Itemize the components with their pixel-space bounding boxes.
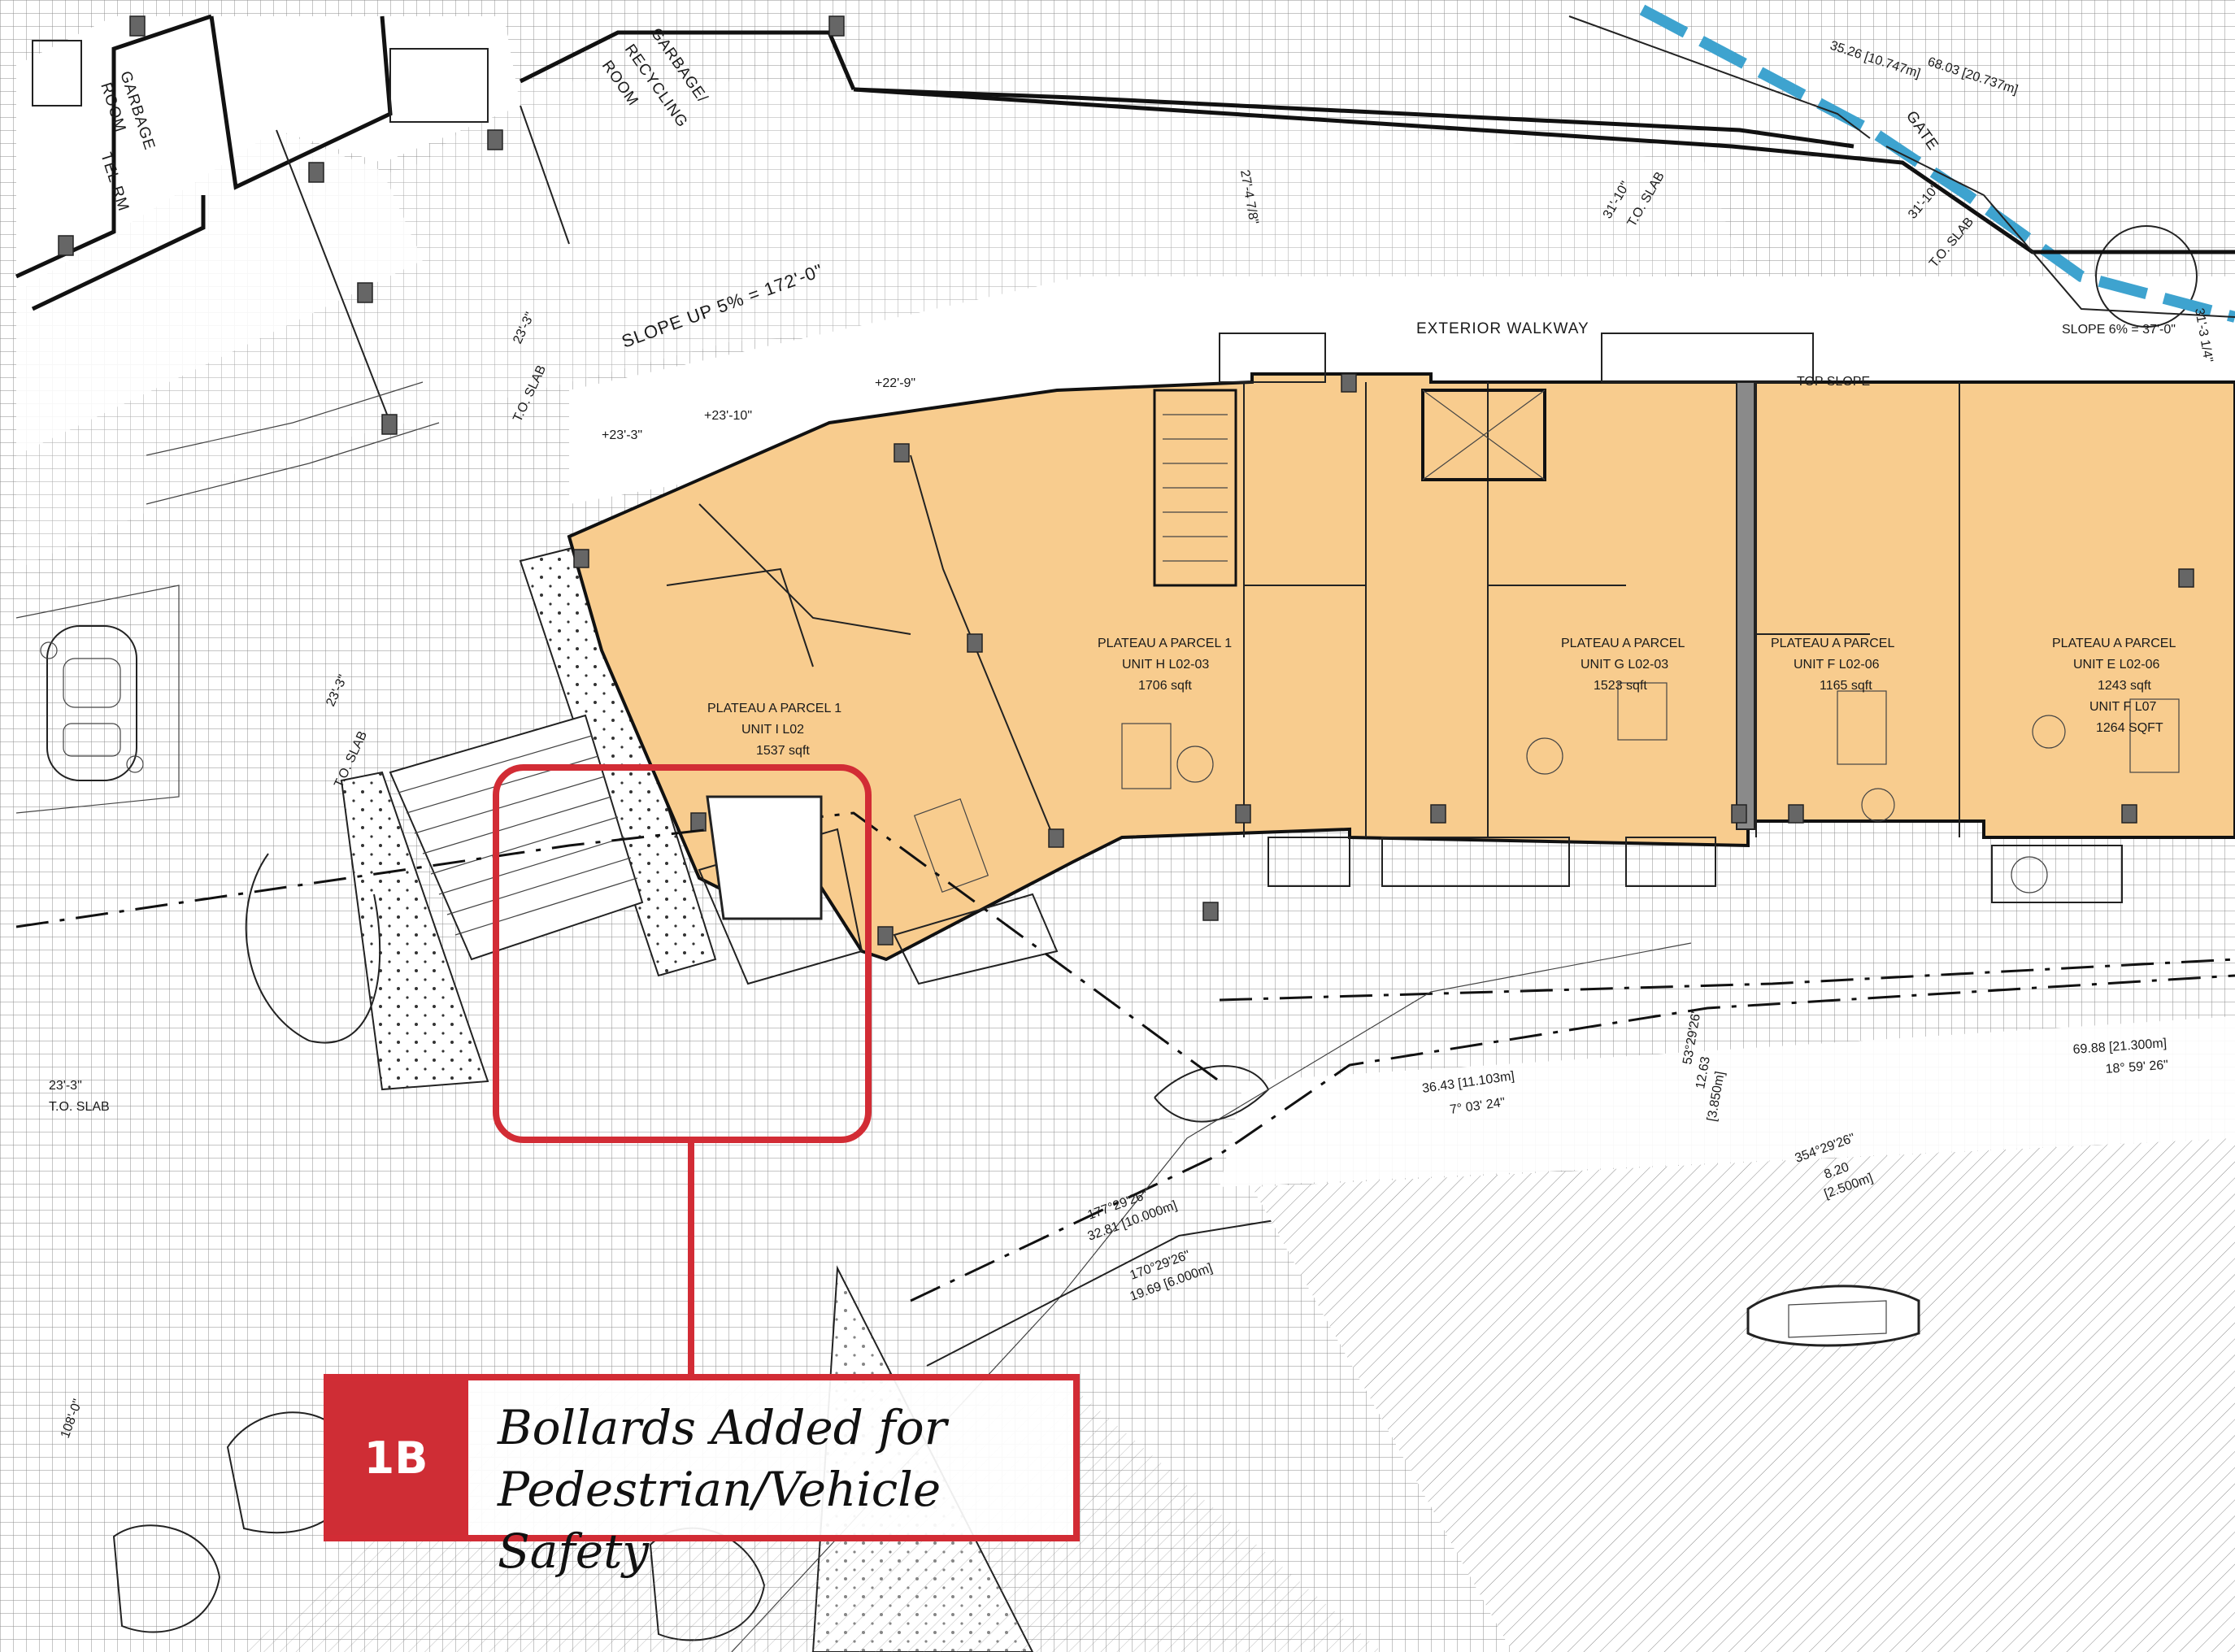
unit-g-area: 1523 sqft	[1594, 679, 1647, 693]
callout-tag: 1B	[330, 1380, 468, 1535]
unit-f7-id: UNIT F L07	[2089, 700, 2157, 714]
unit-h-id: UNIT H L02-03	[1122, 658, 1209, 672]
unit-g-id: UNIT G L02-03	[1581, 658, 1668, 672]
level-8: +22'-9"	[875, 376, 915, 390]
dim-14: 18° 59' 26"	[2105, 1059, 2168, 1076]
top-slope-label: TOP SLOPE	[1797, 375, 1870, 389]
unit-i-name: PLATEAU A PARCEL 1	[707, 702, 841, 715]
unit-i-id: UNIT I L02	[741, 723, 804, 737]
callout-area-outline	[493, 764, 872, 1374]
unit-h-name: PLATEAU A PARCEL 1	[1098, 637, 1232, 650]
unit-f7-area: 1264 SQFT	[2096, 721, 2163, 735]
level-3: 23'-3"	[49, 1079, 82, 1093]
unit-e-area: 1243 sqft	[2098, 679, 2151, 693]
parked-car	[40, 625, 144, 781]
callout-line-2: Pedestrian/Vehicle Safety	[498, 1462, 941, 1579]
level-3-slab: T.O. SLAB	[49, 1100, 110, 1114]
callout-text: Bollards Added for Pedestrian/Vehicle Sa…	[468, 1380, 1073, 1579]
boat	[1746, 1285, 1920, 1347]
parking-stalls	[15, 381, 440, 814]
waterfront-hatch	[244, 1138, 2235, 1652]
dim-8: 12.63	[1694, 1055, 1713, 1089]
unit-f-id: UNIT F L02-06	[1794, 658, 1880, 672]
unit-g-name: PLATEAU A PARCEL	[1561, 637, 1685, 650]
level-7: +23'-3"	[602, 428, 642, 442]
residential-building	[567, 372, 2235, 962]
blue-path	[853, 4, 2235, 323]
unit-f-name: PLATEAU A PARCEL	[1771, 637, 1894, 650]
unit-i-area: 1537 sqft	[756, 744, 810, 758]
garbage-building	[15, 14, 1855, 455]
callout-line-1: Bollards Added for	[498, 1400, 947, 1455]
unit-e-name: PLATEAU A PARCEL	[2052, 637, 2176, 650]
unit-f-area: 1165 sqft	[1820, 679, 1872, 693]
unit-labels: PLATEAU A PARCEL 1 UNIT I L02 1537 sqft …	[707, 637, 2176, 758]
slope-right-label: SLOPE 6% = 37'-0"	[2062, 323, 2176, 337]
unit-e-id: UNIT E L02-06	[2073, 658, 2160, 672]
callout-box: 1B Bollards Added for Pedestrian/Vehicle…	[324, 1374, 1080, 1579]
unit-h-area: 1706 sqft	[1138, 679, 1192, 693]
level-6: +23'-10"	[704, 409, 752, 423]
walkway-label: EXTERIOR WALKWAY	[1416, 320, 1589, 337]
